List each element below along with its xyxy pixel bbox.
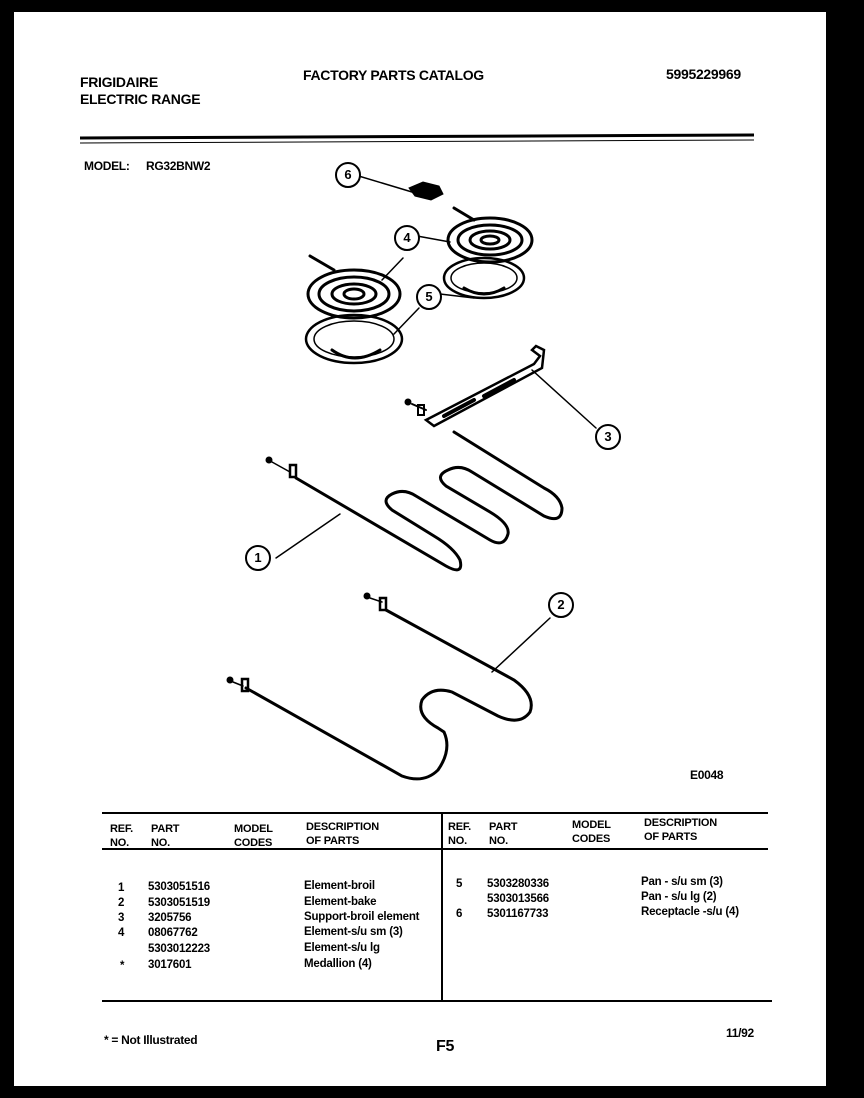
col-header-desc-right-line1: DESCRIPTION	[644, 817, 717, 829]
page-number: F5	[436, 1038, 455, 1055]
table-column-divider	[441, 812, 443, 1002]
row-ref: 4	[118, 927, 125, 939]
row-part-number: 3017601	[148, 959, 192, 971]
row-part-number: 5303051516	[148, 881, 210, 893]
row-ref: 2	[118, 897, 125, 909]
table-top-rule	[102, 812, 768, 814]
callout-1: 1	[245, 545, 271, 571]
model-value: RG32BNW2	[146, 159, 211, 173]
brand-name: FRIGIDAIRE	[80, 74, 158, 90]
row-part-number: 3205756	[148, 912, 192, 924]
col-header-part-right-line1: PART	[489, 821, 518, 833]
row-description: Element-bake	[304, 896, 377, 908]
row-part-number: 5303013566	[487, 893, 549, 905]
table-header-rule	[102, 848, 768, 850]
row-part-number: 5303012223	[148, 943, 210, 955]
col-header-codes-line1: MODEL	[234, 823, 273, 835]
model-label: MODEL:	[84, 159, 130, 173]
callout-3: 3	[595, 424, 621, 450]
catalog-title: FACTORY PARTS CATALOG	[303, 67, 484, 83]
catalog-number: 5995229969	[666, 66, 741, 82]
row-description: Support-broil element	[304, 911, 420, 923]
col-header-ref-right-line2: NO.	[448, 835, 467, 847]
row-part-number: 08067762	[148, 927, 198, 939]
callout-2: 2	[548, 592, 574, 618]
col-header-desc: DESCRIPTION OF PARTS	[306, 820, 379, 848]
col-header-codes: MODEL CODES	[234, 822, 273, 850]
callout-4: 4	[394, 225, 420, 251]
exploded-parts-diagram	[226, 173, 597, 781]
col-header-ref-right: REF. NO.	[448, 820, 471, 848]
product-type: ELECTRIC RANGE	[80, 91, 201, 107]
col-header-codes-right: MODEL CODES	[572, 818, 611, 846]
col-header-part-line1: PART	[151, 823, 180, 835]
row-ref: 5	[456, 878, 463, 890]
col-header-part: PART NO.	[151, 822, 180, 850]
col-header-codes-right-line2: CODES	[572, 833, 611, 845]
col-header-desc-right: DESCRIPTION OF PARTS	[644, 816, 717, 844]
row-description: Element-broil	[304, 880, 375, 892]
callout-6: 6	[335, 162, 361, 188]
scan-speck	[10, 40, 13, 43]
row-part-number: 5301167733	[487, 908, 549, 920]
row-description: Element-s/u lg	[304, 942, 380, 954]
col-header-codes-line2: CODES	[234, 837, 273, 849]
table-bottom-rule	[102, 1000, 772, 1002]
col-header-part-right: PART NO.	[489, 820, 518, 848]
col-header-desc-line2: OF PARTS	[306, 835, 360, 847]
col-header-ref-line2: NO.	[110, 837, 129, 849]
col-header-desc-line1: DESCRIPTION	[306, 821, 379, 833]
col-header-desc-right-line2: OF PARTS	[644, 831, 698, 843]
col-header-ref-line1: REF.	[110, 823, 134, 835]
row-ref: *	[120, 960, 125, 972]
col-header-part-line2: NO.	[151, 837, 170, 849]
row-part-number: 5303051519	[148, 897, 210, 909]
col-header-codes-right-line1: MODEL	[572, 819, 611, 831]
row-ref: 6	[456, 908, 463, 920]
revision-date: 11/92	[726, 1026, 754, 1040]
callout-5: 5	[416, 284, 442, 310]
row-description: Pan - s/u lg (2)	[641, 891, 717, 903]
figure-code: E0048	[690, 768, 724, 782]
footnote-not-illustrated: * = Not Illustrated	[104, 1033, 198, 1047]
row-description: Medallion (4)	[304, 958, 372, 970]
col-header-part-right-line2: NO.	[489, 835, 508, 847]
col-header-ref: REF. NO.	[110, 822, 133, 850]
row-ref: 3	[118, 912, 125, 924]
row-ref: 1	[118, 882, 125, 894]
row-description: Pan - s/u sm (3)	[641, 876, 723, 888]
row-description: Receptacle -s/u (4)	[641, 906, 739, 918]
col-header-ref-right-line1: REF.	[448, 821, 472, 833]
catalog-page: FRIGIDAIRE ELECTRIC RANGE FACTORY PARTS …	[14, 12, 826, 1086]
row-part-number: 5303280336	[487, 878, 549, 890]
scan-speck	[10, 80, 14, 82]
row-description: Element-s/u sm (3)	[304, 926, 403, 938]
